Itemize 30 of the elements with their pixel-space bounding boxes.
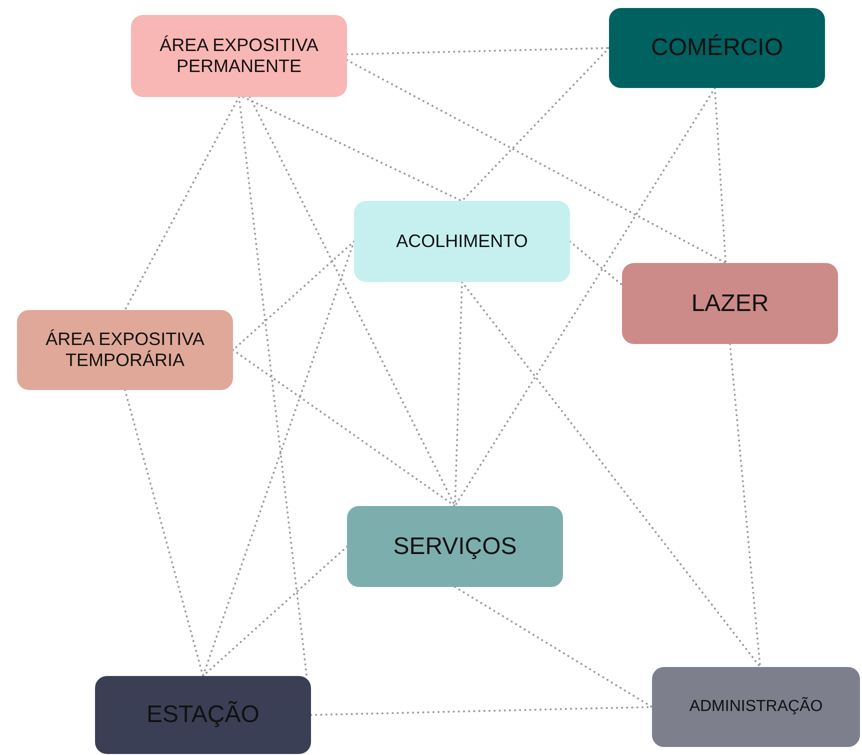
node-label: SERVIÇOS bbox=[393, 532, 517, 560]
dotted-connector bbox=[569, 240, 623, 286]
dotted-connector bbox=[346, 47, 610, 56]
process-box bbox=[354, 201, 570, 282]
dotted-connector bbox=[202, 240, 355, 677]
node-label: COMÉRCIO bbox=[651, 34, 783, 62]
node-label: ADMINISTRAÇÃO bbox=[689, 698, 823, 716]
process-box bbox=[652, 667, 860, 747]
dotted-connector bbox=[124, 389, 204, 677]
process-box bbox=[17, 310, 233, 390]
process-box bbox=[347, 506, 563, 587]
dotted-connector bbox=[454, 586, 653, 708]
node-label: ÁREA EXPOSITIVA TEMPORÁRIA bbox=[44, 329, 206, 371]
process-box bbox=[95, 676, 311, 754]
dotted-connector bbox=[238, 96, 308, 677]
dotted-connector bbox=[461, 281, 762, 668]
dotted-connector bbox=[242, 96, 463, 202]
node-label: ACOLHIMENTO bbox=[396, 231, 528, 252]
dotted-connector bbox=[248, 96, 456, 507]
process-box bbox=[131, 15, 347, 97]
process-box bbox=[609, 8, 825, 88]
dotted-connector bbox=[714, 87, 727, 264]
dotted-connector bbox=[232, 349, 456, 507]
dotted-connector bbox=[461, 47, 610, 202]
process-box bbox=[622, 263, 838, 344]
node-label: ESTAÇÃO bbox=[146, 701, 260, 729]
node-label: LAZER bbox=[691, 290, 769, 318]
dotted-connector bbox=[729, 343, 762, 668]
node-label: ÁREA EXPOSITIVA PERMANENTE bbox=[158, 35, 320, 77]
dotted-connector bbox=[346, 59, 727, 264]
